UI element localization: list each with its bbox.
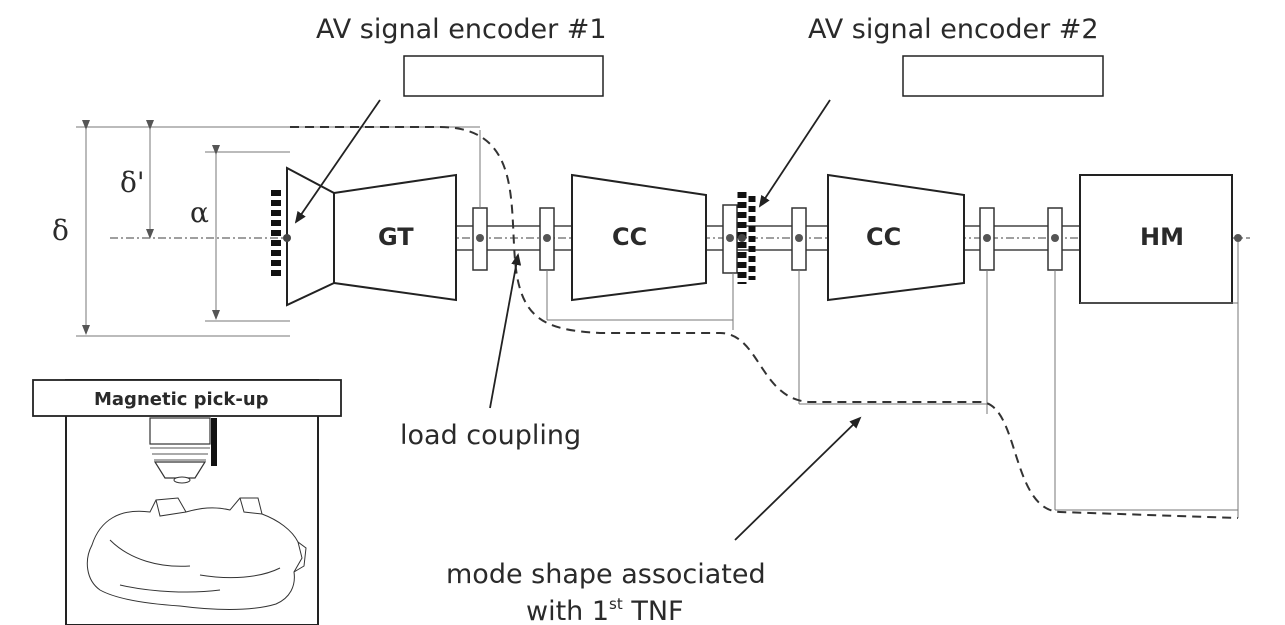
encoder2-arrow bbox=[758, 99, 831, 208]
gt-body bbox=[333, 173, 457, 302]
delta-label: δ bbox=[52, 214, 69, 247]
encoder2-label: AV signal encoder #2 bbox=[808, 14, 1099, 45]
dimension-lines bbox=[76, 120, 290, 337]
cc1-label: CC bbox=[612, 223, 647, 251]
encoder1-label: AV signal encoder #1 bbox=[316, 14, 607, 45]
encoder1-box bbox=[403, 55, 604, 97]
mode-shape-arrow bbox=[734, 416, 862, 541]
bearings bbox=[472, 204, 1063, 274]
cc1-body bbox=[571, 173, 707, 302]
mode-shape-curve bbox=[290, 126, 1239, 519]
encoder2-box bbox=[902, 55, 1104, 97]
delta-prime-label: δ' bbox=[120, 166, 145, 199]
hm-label: HM bbox=[1140, 223, 1184, 251]
mode-shape-label-line2: with 1st TNF bbox=[526, 595, 684, 625]
magnetic-pickup-inset: Magnetic pick-up bbox=[32, 379, 342, 625]
gt-inlet bbox=[286, 166, 335, 307]
encoder1-arrow bbox=[294, 99, 381, 224]
magnetic-pickup-label: Magnetic pick-up bbox=[94, 389, 269, 410]
pickup-sensor-icon bbox=[149, 417, 217, 484]
cc2-label: CC bbox=[866, 223, 901, 251]
load-coupling-label: load coupling bbox=[400, 420, 581, 451]
gt-label: GT bbox=[378, 223, 414, 251]
mode-shape-label-line1: mode shape associated bbox=[446, 559, 766, 590]
toothed-wheel-icon bbox=[86, 497, 307, 610]
alpha-label: α bbox=[190, 196, 209, 229]
load-coupling-arrow bbox=[489, 253, 522, 409]
cc2-body bbox=[827, 173, 965, 302]
hm-body bbox=[1079, 174, 1233, 304]
